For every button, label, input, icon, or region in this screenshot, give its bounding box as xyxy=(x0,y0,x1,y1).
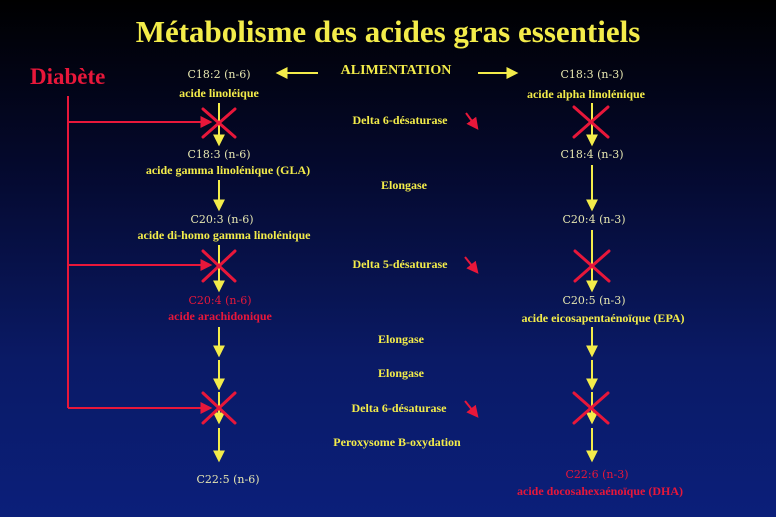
enzyme-delta5-desaturase: Delta 5-désaturase xyxy=(352,257,448,271)
n6-c20-4-formula: C20:4 (n-6) xyxy=(188,294,252,307)
n3-c22-6-formula: C22:6 (n-3) xyxy=(565,468,629,481)
enzyme-delta6-desaturase-1: Delta 6-désaturase xyxy=(352,113,448,127)
n3-c22-6-name: acide docosahexaénoïque (DHA) xyxy=(517,484,683,498)
decrease-arrow-delta5 xyxy=(464,256,479,274)
enzyme-elongase-1: Elongase xyxy=(380,178,428,192)
n6-c18-2-formula: C18:2 (n-6) xyxy=(187,68,251,81)
enzyme-delta6-desaturase-2: Delta 6-désaturase xyxy=(351,401,447,415)
n3-c20-5-formula: C20:5 (n-3) xyxy=(562,294,626,307)
enzyme-peroxysome-b-oxydation: Peroxysome B-oxydation xyxy=(333,435,461,449)
n6-c20-4-name: acide arachidonique xyxy=(168,309,272,323)
n6-c20-3-name: acide di-homo gamma linolénique xyxy=(137,228,311,242)
block-cross-n3-delta6-1 xyxy=(572,105,610,139)
block-cross-n6-delta5 xyxy=(201,249,237,283)
n6-c18-3-formula: C18:3 (n-6) xyxy=(187,148,251,161)
n3-c18-4-formula: C18:4 (n-3) xyxy=(560,148,624,161)
n3-c18-3-name: acide alpha linolénique xyxy=(526,87,646,101)
block-cross-n6-delta6-1 xyxy=(201,107,237,139)
block-cross-n3-delta6-2 xyxy=(572,391,610,425)
slide-title: Métabolisme des acides gras essentiels xyxy=(135,14,641,49)
n3-c20-4-formula: C20:4 (n-3) xyxy=(562,213,626,226)
alimentation-label: ALIMENTATION xyxy=(340,63,452,78)
n6-c18-2-name: acide linoléique xyxy=(179,86,259,100)
n3-c18-3-formula: C18:3 (n-3) xyxy=(560,68,624,81)
enzyme-elongase-2: Elongase xyxy=(377,332,425,346)
decrease-arrow-delta6-1 xyxy=(465,112,479,130)
block-cross-n3-delta5 xyxy=(573,249,611,283)
enzyme-elongase-3: Elongase xyxy=(377,366,425,380)
n6-c22-5-formula: C22:5 (n-6) xyxy=(196,473,260,486)
decrease-arrow-delta6-2 xyxy=(464,400,479,418)
diabete-label: Diabète xyxy=(30,64,106,89)
n3-c20-5-name: acide eicosapentaénoïque (EPA) xyxy=(521,311,685,325)
block-cross-n6-delta6-2 xyxy=(201,391,237,425)
n6-c20-3-formula: C20:3 (n-6) xyxy=(190,213,254,226)
n6-c18-3-name: acide gamma linolénique (GLA) xyxy=(145,163,311,177)
